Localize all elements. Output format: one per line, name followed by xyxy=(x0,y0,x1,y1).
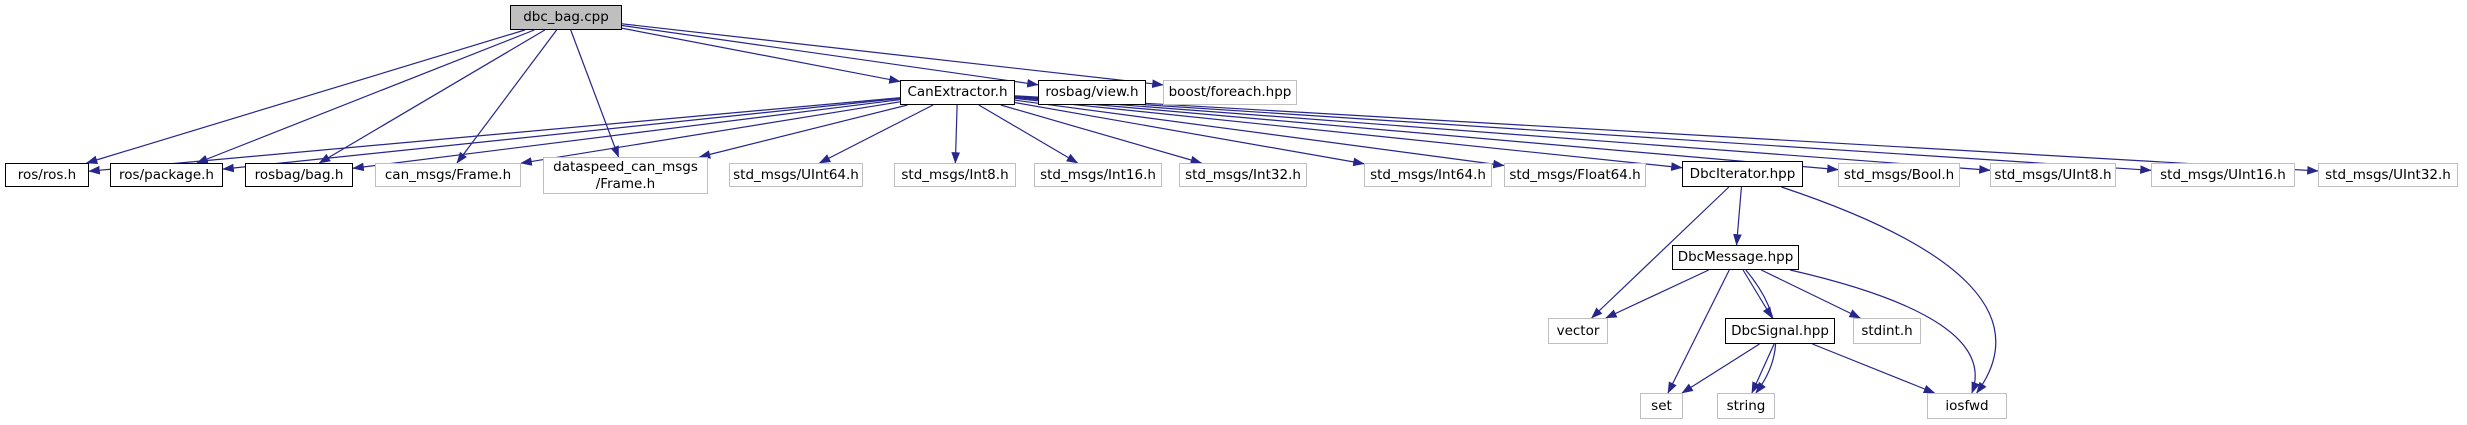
edge-can-extractor-h-to-std-msgs-uint16-h xyxy=(1014,95,2152,174)
edge-can-extractor-h-to-ros-ros-h xyxy=(88,97,901,175)
edge-can-extractor-h-to-std-msgs-int32-h xyxy=(1000,104,1203,165)
edge-can-extractor-h-to-std-msgs-int64-h xyxy=(1014,101,1365,167)
edge-dbc-signal-hpp-to-iosfwd xyxy=(1812,343,1936,394)
node-string: string xyxy=(1717,393,1775,419)
node-std-msgs-float64-h: std_msgs/Float64.h xyxy=(1504,163,1646,187)
node-stdint-h: stdint.h xyxy=(1853,318,1921,344)
edge-can-extractor-h-to-can-msgs-frame-h xyxy=(520,101,901,166)
node-dbc-message-hpp[interactable]: DbcMessage.hpp xyxy=(1672,245,1799,270)
edge-dbc-bag-cpp-to-ros-ros-h xyxy=(85,29,525,164)
node-std-msgs-int64-h: std_msgs/Int64.h xyxy=(1364,163,1492,187)
edge-dbc-bag-cpp-to-can-extractor-h xyxy=(621,27,901,84)
node-boost-foreach-hpp: boost/foreach.hpp xyxy=(1163,80,1297,105)
edge-can-extractor-h-to-std-msgs-uint8-h xyxy=(1014,96,1991,174)
edge-dbc-bag-cpp-to-can-msgs-frame-h xyxy=(456,29,558,164)
node-set: set xyxy=(1640,393,1683,419)
edge-dbc-signal-hpp-to-string xyxy=(1751,343,1775,394)
node-std-msgs-uint64-h: std_msgs/UInt64.h xyxy=(729,163,863,187)
edge-dbc-bag-cpp-to-ros-package-h xyxy=(196,29,535,164)
edge-can-extractor-h-to-rosbag-bag-h xyxy=(352,99,901,172)
edge-dbc-iterator-hpp-to-dbc-message-hpp xyxy=(1733,186,1743,246)
node-ros-package-h[interactable]: ros/package.h xyxy=(110,163,223,187)
node-std-msgs-int16-h: std_msgs/Int16.h xyxy=(1034,163,1162,187)
node-std-msgs-int32-h: std_msgs/Int32.h xyxy=(1179,163,1307,187)
node-rosbag-view-h[interactable]: rosbag/view.h xyxy=(1038,80,1146,105)
edge-can-extractor-h-to-dbc-iterator-hpp xyxy=(1014,97,1683,171)
node-std-msgs-uint16-h: std_msgs/UInt16.h xyxy=(2151,163,2295,187)
edge-dbc-message-hpp-to-stdint-h xyxy=(1761,269,1861,319)
node-std-msgs-int8-h: std_msgs/Int8.h xyxy=(894,163,1016,187)
node-std-msgs-bool-h: std_msgs/Bool.h xyxy=(1838,163,1960,187)
edge-can-extractor-h-to-std-msgs-bool-h xyxy=(1014,96,1839,174)
edge-can-extractor-h-to-ros-package-h xyxy=(222,97,901,173)
edge-dbc-message-hpp-to-iosfwd xyxy=(1790,269,1980,394)
edge-can-extractor-h-to-std-msgs-uint32-h xyxy=(1014,95,2319,175)
edge-dbc-signal-hpp-to-set xyxy=(1681,343,1760,394)
node-dbc-signal-hpp[interactable]: DbcSignal.hpp xyxy=(1725,318,1835,344)
edge-dbc-iterator-hpp-to-iosfwd xyxy=(1781,186,1997,394)
edge-can-extractor-h-to-dataspeed-can-msgs-frame-h xyxy=(698,104,908,159)
node-dbc-iterator-hpp[interactable]: DbcIterator.hpp xyxy=(1682,161,1803,187)
node-rosbag-bag-h[interactable]: rosbag/bag.h xyxy=(245,163,353,187)
node-can-msgs-frame-h: can_msgs/Frame.h xyxy=(375,163,521,187)
node-iosfwd: iosfwd xyxy=(1927,393,2007,419)
node-dataspeed-can-msgs-frame-h: dataspeed_can_msgs /Frame.h xyxy=(543,157,708,194)
edge-dbc-bag-cpp-to-rosbag-bag-h xyxy=(318,29,546,164)
node-std-msgs-uint32-h: std_msgs/UInt32.h xyxy=(2318,163,2458,187)
node-vector: vector xyxy=(1548,318,1608,344)
node-can-extractor-h[interactable]: CanExtractor.h xyxy=(900,80,1015,105)
edge-dbc-iterator-hpp-to-vector xyxy=(1591,186,1730,319)
edge-dbc-message-hpp-to-dbc-signal-hpp xyxy=(1742,269,1773,319)
edge-dbc-message-hpp-to-vector xyxy=(1605,269,1709,319)
node-ros-ros-h[interactable]: ros/ros.h xyxy=(5,163,89,187)
edge-can-extractor-h-to-std-msgs-int8-h xyxy=(951,104,961,164)
node-dbc-bag-cpp: dbc_bag.cpp xyxy=(510,5,622,30)
edge-dbc-bag-cpp-to-boost-foreach-hpp xyxy=(621,23,1164,89)
edge-can-extractor-h-to-std-msgs-uint64-h xyxy=(818,104,934,164)
edge-dbc-message-hpp-to-set xyxy=(1667,269,1730,394)
edge-dbc-bag-cpp-to-rosbag-view-h xyxy=(621,24,1039,88)
node-std-msgs-uint8-h: std_msgs/UInt8.h xyxy=(1990,163,2116,187)
edge-can-extractor-h-to-std-msgs-int16-h xyxy=(978,104,1079,164)
edge-can-extractor-h-to-std-msgs-float64-h xyxy=(1014,99,1505,169)
